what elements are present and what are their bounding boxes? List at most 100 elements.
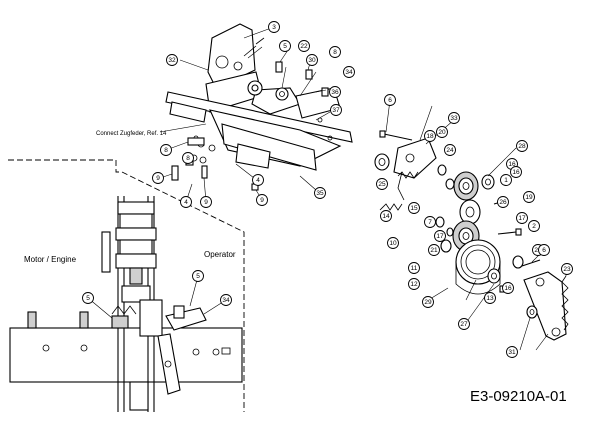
svg-text:34: 34 [222, 297, 230, 304]
callout-6: 6 [538, 244, 550, 256]
svg-text:27: 27 [460, 321, 468, 328]
callout-19: 19 [523, 191, 535, 203]
callout-30: 30 [306, 54, 318, 66]
svg-text:16: 16 [508, 161, 516, 168]
callout-18: 18 [424, 130, 436, 142]
callout-12: 12 [408, 278, 420, 290]
svg-text:17: 17 [518, 215, 526, 222]
callout-6: 6 [384, 94, 396, 106]
callout-4: 4 [180, 196, 192, 208]
callout-3: 3 [268, 21, 280, 33]
callout-17: 17 [516, 212, 528, 224]
svg-text:20: 20 [438, 129, 446, 136]
svg-text:14: 14 [382, 213, 390, 220]
callout-21: 21 [428, 244, 440, 256]
svg-text:19: 19 [525, 194, 533, 201]
svg-text:16: 16 [504, 285, 512, 292]
callout-8: 8 [329, 46, 341, 58]
callout-35: 35 [314, 187, 326, 199]
svg-text:9: 9 [260, 197, 264, 204]
svg-text:7: 7 [428, 219, 432, 226]
callout-1: 1 [500, 174, 512, 186]
callout-24: 24 [444, 144, 456, 156]
callout-9: 9 [256, 194, 268, 206]
callout-11: 11 [408, 262, 420, 274]
detail-callout-5: 5 [82, 292, 94, 304]
callout-22: 22 [298, 40, 310, 52]
callout-33: 33 [448, 112, 460, 124]
callout-37: 37 [330, 104, 342, 116]
callout-26: 26 [497, 196, 509, 208]
svg-text:24: 24 [446, 147, 454, 154]
frame-assembly [165, 23, 353, 191]
svg-text:32: 32 [168, 57, 176, 64]
callout-4: 4 [252, 174, 264, 186]
svg-text:5: 5 [283, 43, 287, 50]
callout-8: 8 [182, 152, 194, 164]
svg-text:17: 17 [436, 233, 444, 240]
callout-7: 7 [424, 216, 436, 228]
callout-20: 20 [436, 126, 448, 138]
svg-text:25: 25 [378, 181, 386, 188]
svg-text:37: 37 [332, 107, 340, 114]
drawing-code: E3-09210A-01 [470, 388, 567, 405]
svg-text:21: 21 [430, 247, 438, 254]
svg-text:35: 35 [316, 190, 324, 197]
svg-text:11: 11 [411, 265, 418, 272]
callout-10: 10 [387, 237, 399, 249]
detail-callout-5: 5 [192, 270, 204, 282]
svg-text:5: 5 [196, 273, 200, 280]
svg-text:8: 8 [164, 147, 168, 154]
svg-text:15: 15 [410, 205, 418, 212]
svg-text:18: 18 [426, 133, 434, 140]
callout-23: 23 [561, 263, 573, 275]
motor-engine-label: Motor / Engine [24, 255, 77, 264]
callout-15: 15 [408, 202, 420, 214]
svg-text:16: 16 [512, 169, 520, 176]
callout-17: 17 [434, 230, 446, 242]
callout-25: 25 [376, 178, 388, 190]
svg-text:13: 13 [486, 295, 494, 302]
svg-text:23: 23 [563, 266, 571, 273]
svg-text:31: 31 [508, 349, 516, 356]
callout-27: 27 [458, 318, 470, 330]
svg-text:9: 9 [204, 199, 208, 206]
svg-text:5: 5 [86, 295, 90, 302]
svg-text:4: 4 [184, 199, 188, 206]
svg-text:28: 28 [518, 143, 526, 150]
svg-text:1: 1 [504, 177, 508, 184]
svg-text:10: 10 [389, 240, 397, 247]
callout-13: 13 [484, 292, 496, 304]
callout-28: 28 [516, 140, 528, 152]
callout-36: 36 [329, 86, 341, 98]
svg-text:8: 8 [186, 155, 190, 162]
svg-text:2: 2 [532, 223, 536, 230]
detail-view [8, 159, 245, 412]
svg-text:8: 8 [333, 49, 337, 56]
svg-text:6: 6 [542, 247, 546, 254]
svg-text:29: 29 [424, 299, 432, 306]
callout-16: 16 [502, 282, 514, 294]
svg-text:22: 22 [300, 43, 308, 50]
callout-8: 8 [160, 144, 172, 156]
callout-29: 29 [422, 296, 434, 308]
callout-14: 14 [380, 210, 392, 222]
svg-text:30: 30 [308, 57, 316, 64]
svg-text:36: 36 [331, 89, 339, 96]
pulley-assembly [374, 130, 569, 341]
svg-text:4: 4 [256, 177, 260, 184]
svg-text:33: 33 [450, 115, 458, 122]
callout-31: 31 [506, 346, 518, 358]
svg-text:34: 34 [345, 69, 353, 76]
callout-32: 32 [166, 54, 178, 66]
svg-text:3: 3 [272, 24, 276, 31]
callout-9: 9 [152, 172, 164, 184]
callout-5: 5 [279, 40, 291, 52]
connect-note: Connect Zugfeder, Ref. 14 [96, 131, 167, 137]
operator-label: Operator [204, 250, 236, 259]
callout-34: 34 [343, 66, 355, 78]
detail-callout-34: 34 [220, 294, 232, 306]
svg-text:12: 12 [410, 281, 418, 288]
